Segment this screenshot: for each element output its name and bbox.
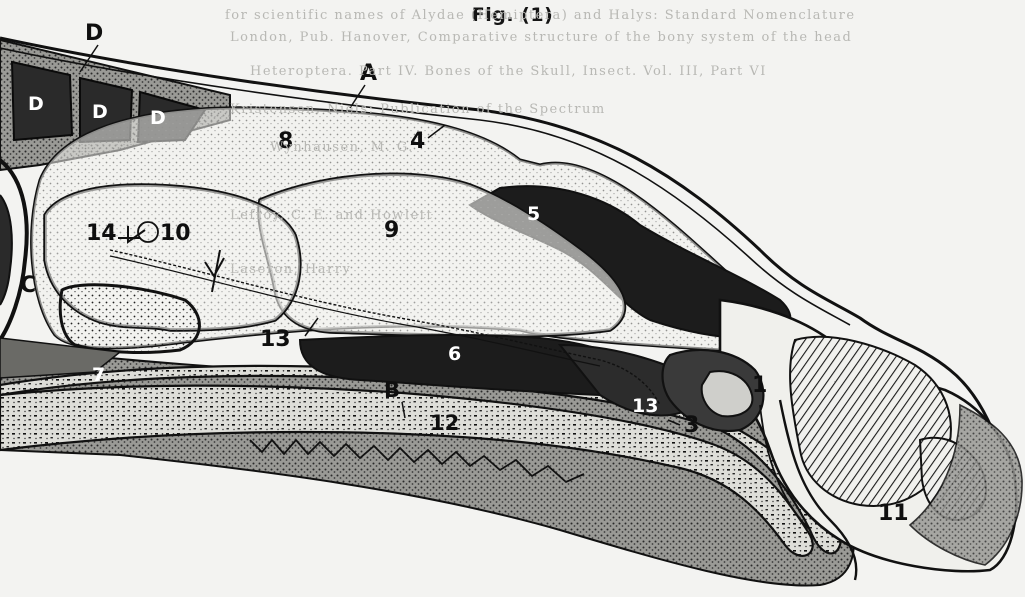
bg-text-2: London, Pub. Hanover, Comparative struct…	[230, 30, 852, 45]
label-10: 10	[160, 221, 191, 246]
label-12: 12	[430, 411, 459, 435]
label-13a: 13	[260, 327, 291, 352]
label-d3: D	[150, 107, 166, 129]
label-d1: D	[28, 93, 44, 115]
label-c: C	[20, 273, 36, 298]
bg-text-7: Laseron, Harry	[230, 262, 351, 277]
label-6: 6	[448, 343, 461, 365]
label-3: 3	[684, 413, 699, 438]
label-d2: D	[92, 101, 108, 123]
bg-text-6: Lefroy, C. E. and Howlett	[230, 208, 433, 223]
bg-text-1: for scientific names of Alydae (Hemipter…	[225, 8, 856, 23]
label-7: 7	[92, 364, 105, 386]
left-curve-inner	[0, 195, 12, 305]
label-14: 14	[86, 221, 117, 246]
bg-text-3: Heteroptera. Part IV. Bones of the Skull…	[250, 64, 767, 79]
bg-text-4: Kristensen, Niels: Publication of the Sp…	[230, 102, 606, 117]
label-1: 1	[752, 373, 767, 398]
bg-text-5: Wynhausen, M. G.	[270, 140, 414, 155]
label-11: 11	[878, 501, 909, 526]
label-5: 5	[527, 203, 540, 225]
label-b: B	[384, 378, 400, 402]
label-13b: 13	[632, 395, 658, 417]
